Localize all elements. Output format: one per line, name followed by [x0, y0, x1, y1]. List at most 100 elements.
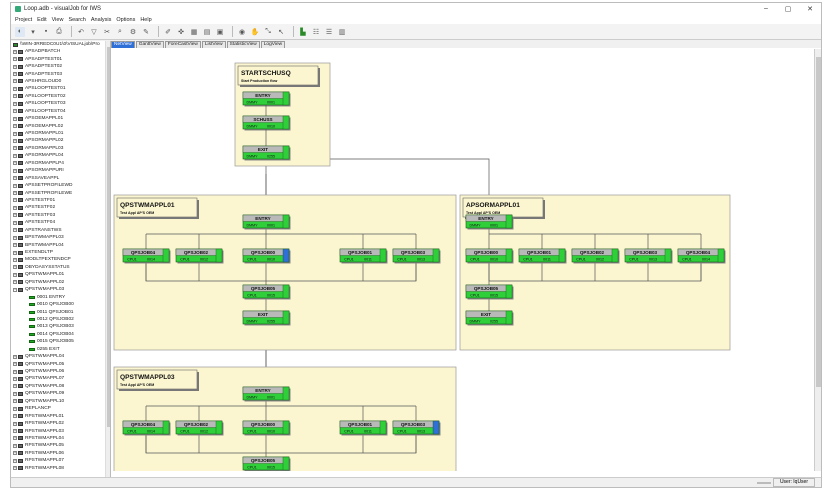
tree-appl-item[interactable]: +APSLOOPTEST04 [11, 108, 110, 115]
expand-icon[interactable]: + [13, 257, 17, 262]
expand-icon[interactable]: + [13, 280, 17, 285]
tree-appl-item[interactable]: +APSORMAPPL03 [11, 145, 110, 152]
expand-icon[interactable]: + [13, 101, 17, 106]
expand-icon[interactable]: + [13, 116, 17, 121]
expand-icon[interactable]: + [13, 436, 17, 441]
tree-appl-item[interactable]: +APSORMAPPURI [11, 167, 110, 174]
expand-icon[interactable]: + [13, 176, 17, 181]
tree-job-item[interactable]: 0001 ENTRY [11, 293, 110, 300]
grid-icon[interactable]: ▦ [190, 28, 198, 36]
expand-icon[interactable]: + [13, 421, 17, 426]
tree-appl-item[interactable]: +APSORMAPPLP4 [11, 160, 110, 167]
menu-view[interactable]: View [51, 16, 64, 23]
tree-appl-item[interactable]: +OBYDASYSSTATUS [11, 264, 110, 271]
expand-icon[interactable]: + [13, 376, 17, 381]
list-icon[interactable]: ☰ [325, 28, 333, 36]
expand-icon[interactable]: + [13, 406, 17, 411]
menu-edit[interactable]: Edit [37, 16, 47, 23]
tree-appl-item[interactable]: +APSOEMAPPL02 [11, 122, 110, 129]
tab-statisticview[interactable]: StatisticView [226, 41, 260, 48]
view-icon[interactable]: ◉ [238, 28, 246, 36]
collapse-icon[interactable]: − [13, 287, 17, 292]
expand-icon[interactable]: + [13, 414, 17, 419]
expand-icon[interactable]: + [13, 391, 17, 396]
expand-icon[interactable]: + [13, 124, 17, 129]
tree-appl-item[interactable]: +QPSTWMAPPL04 [11, 353, 110, 360]
hand-icon[interactable]: ✋ [250, 28, 260, 36]
save-icon[interactable]: ▪ [44, 28, 48, 35]
tree-job-item[interactable]: 0255 EXIT [11, 346, 110, 353]
tree-scrollbar[interactable] [105, 41, 110, 477]
open-icon[interactable]: ▾ [31, 28, 35, 36]
expand-icon[interactable]: + [13, 243, 17, 248]
tree-job-item[interactable]: 0010 QPSJOB00 [11, 301, 110, 308]
tree-appl-item[interactable]: +RPSTWMAPPL07 [11, 457, 110, 464]
expand-icon[interactable]: + [13, 183, 17, 188]
tree-appl-item[interactable]: +RPSTWMAPPL05 [11, 442, 110, 449]
tree-appl-item[interactable]: +BPSTWMAPPL03 [11, 234, 110, 241]
pointer-icon[interactable]: ↖ [278, 28, 284, 36]
menu-search[interactable]: Search [68, 16, 86, 23]
tree-appl-item[interactable]: +RPSTWMAPPL01 [11, 412, 110, 419]
expand-icon[interactable]: + [13, 198, 17, 203]
tab-forecastview[interactable]: ForeCastView [164, 41, 201, 48]
tree-appl-item[interactable]: +APSTESTF03 [11, 212, 110, 219]
tree-appl-item[interactable]: +MODLTPEXTENDCP [11, 256, 110, 263]
canvas-scrollbar[interactable] [814, 49, 821, 471]
expand-icon[interactable]: + [13, 362, 17, 367]
print-icon[interactable]: ⎙ [56, 27, 62, 35]
expand-icon[interactable]: + [13, 451, 17, 456]
tab-netview[interactable]: NetView [111, 41, 135, 48]
expand-icon[interactable]: + [13, 250, 17, 255]
tree-job-item[interactable]: 0015 QPSJOB05 [11, 338, 110, 345]
expand-icon[interactable]: + [13, 191, 17, 196]
expand-icon[interactable]: + [13, 94, 17, 99]
expand-icon[interactable]: + [13, 384, 17, 389]
expand-icon[interactable]: + [13, 429, 17, 434]
expand-icon[interactable]: + [13, 213, 17, 218]
expand-icon[interactable]: + [13, 138, 17, 143]
expand-icon[interactable]: + [13, 220, 17, 225]
tree-job-item[interactable]: 0014 QPSJOB04 [11, 331, 110, 338]
table-icon[interactable]: ▤ [203, 28, 211, 36]
expand-icon[interactable]: + [13, 161, 17, 166]
pencil-icon[interactable]: ✐ [165, 28, 171, 36]
tree-appl-item[interactable]: +APSORMAPPL01 [11, 130, 110, 137]
expand-icon[interactable]: + [13, 235, 17, 240]
tree-appl-item[interactable]: +RPSTWMAPPL06 [11, 450, 110, 457]
tree-appl-item[interactable]: +APSTRANSTWS [11, 227, 110, 234]
tree-job-item[interactable]: 0011 QPSJOB01 [11, 308, 110, 315]
tree-icon[interactable]: ☷ [312, 28, 320, 36]
tree-appl-item[interactable]: +QPSTWMAPPL01 [11, 271, 110, 278]
expand-icon[interactable]: + [13, 57, 17, 62]
tree-appl-item[interactable]: +APSOEMAPPL01 [11, 115, 110, 122]
tree-appl-item[interactable]: +QPSTWMAPPL10 [11, 398, 110, 405]
menu-analysis[interactable]: Analysis [90, 16, 112, 23]
tree-job-item[interactable]: 0012 QPSJOB02 [11, 316, 110, 323]
tree-appl-item[interactable]: +EXTENDLTP [11, 249, 110, 256]
tree-appl-item[interactable]: −QPSTWMAPPL03 [11, 286, 110, 293]
layout-icon[interactable]: ▙ [300, 28, 306, 36]
expand-icon[interactable]: + [13, 443, 17, 448]
expand-icon[interactable]: + [13, 79, 17, 84]
menu-options[interactable]: Options [116, 16, 136, 23]
menu-project[interactable]: Project [15, 16, 33, 23]
find-icon[interactable]: ⌕ [118, 27, 122, 35]
expand-icon[interactable]: + [13, 146, 17, 151]
edit-icon[interactable]: ✎ [143, 28, 149, 36]
